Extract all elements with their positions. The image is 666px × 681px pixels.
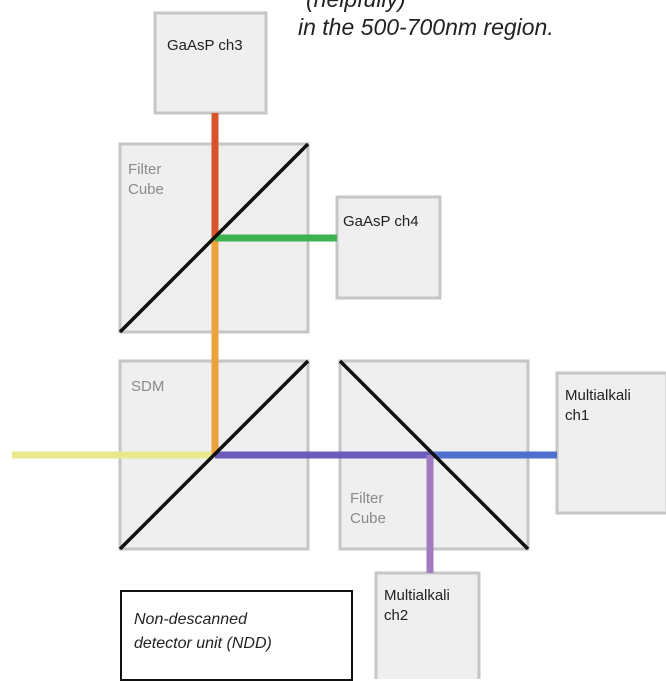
ch3-detector-box (153, 11, 268, 115)
caption-line-2: in the 500-700nm region. (298, 14, 554, 40)
ch2-detector-box (374, 571, 481, 679)
caption-line-1: (helpfully) (306, 0, 406, 13)
ndd-legend-box: Non-descanned detector unit (NDD) (120, 590, 353, 681)
ch2-label: Multialkali ch2 (384, 587, 450, 624)
filter-cube-top-label: Filter Cube (128, 161, 164, 198)
sdm-mirror (118, 359, 310, 551)
ch1-label: Multialkali ch1 (565, 387, 631, 424)
sdm-label: SDM (131, 378, 165, 395)
ch1-detector-box (555, 371, 666, 515)
filter-cube-right-label: Filter Cube (350, 490, 386, 527)
ch4-detector-box (335, 195, 442, 300)
dichroic-mirror-right (338, 359, 530, 551)
dichroic-mirror-top (118, 142, 310, 334)
ch3-label: GaAsP ch3 (167, 37, 243, 54)
ch4-label: GaAsP ch4 (343, 213, 419, 230)
ndd-label: Non-descanned detector unit (NDD) (134, 611, 272, 652)
